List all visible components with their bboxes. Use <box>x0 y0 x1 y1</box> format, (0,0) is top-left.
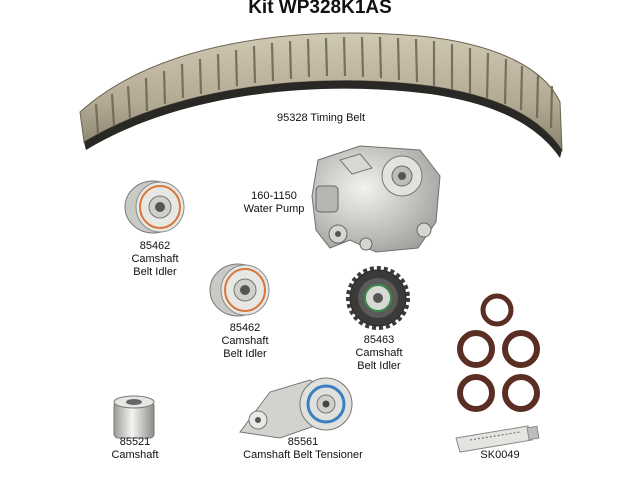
seals <box>457 293 540 412</box>
sealant-tube <box>455 425 540 453</box>
label-idler-2: 85462 Camshaft Belt Idler <box>221 322 269 360</box>
idler-1 <box>124 180 185 234</box>
timing-belt <box>79 32 563 158</box>
idler-4 <box>113 395 155 439</box>
water-pump <box>311 145 441 253</box>
label-sealant: SK0049 <box>480 449 520 461</box>
label-timing-belt: 95328 Timing Belt <box>276 112 366 124</box>
label-idler-4: 85521 Camshaft <box>111 436 159 461</box>
tensioner <box>239 377 353 439</box>
kit-title: Kit WP328K1AS <box>248 0 392 18</box>
idler-2 <box>209 263 270 317</box>
label-idler-1: 85462 Camshaft Belt Idler <box>131 240 179 278</box>
label-tensioner: 85561 Camshaft Belt Tensioner <box>243 436 363 461</box>
label-idler-3: 85463 Camshaft Belt Idler <box>355 334 403 372</box>
label-water-pump: 160-1150 Water Pump <box>243 190 305 215</box>
idler-3-toothed <box>346 266 410 330</box>
